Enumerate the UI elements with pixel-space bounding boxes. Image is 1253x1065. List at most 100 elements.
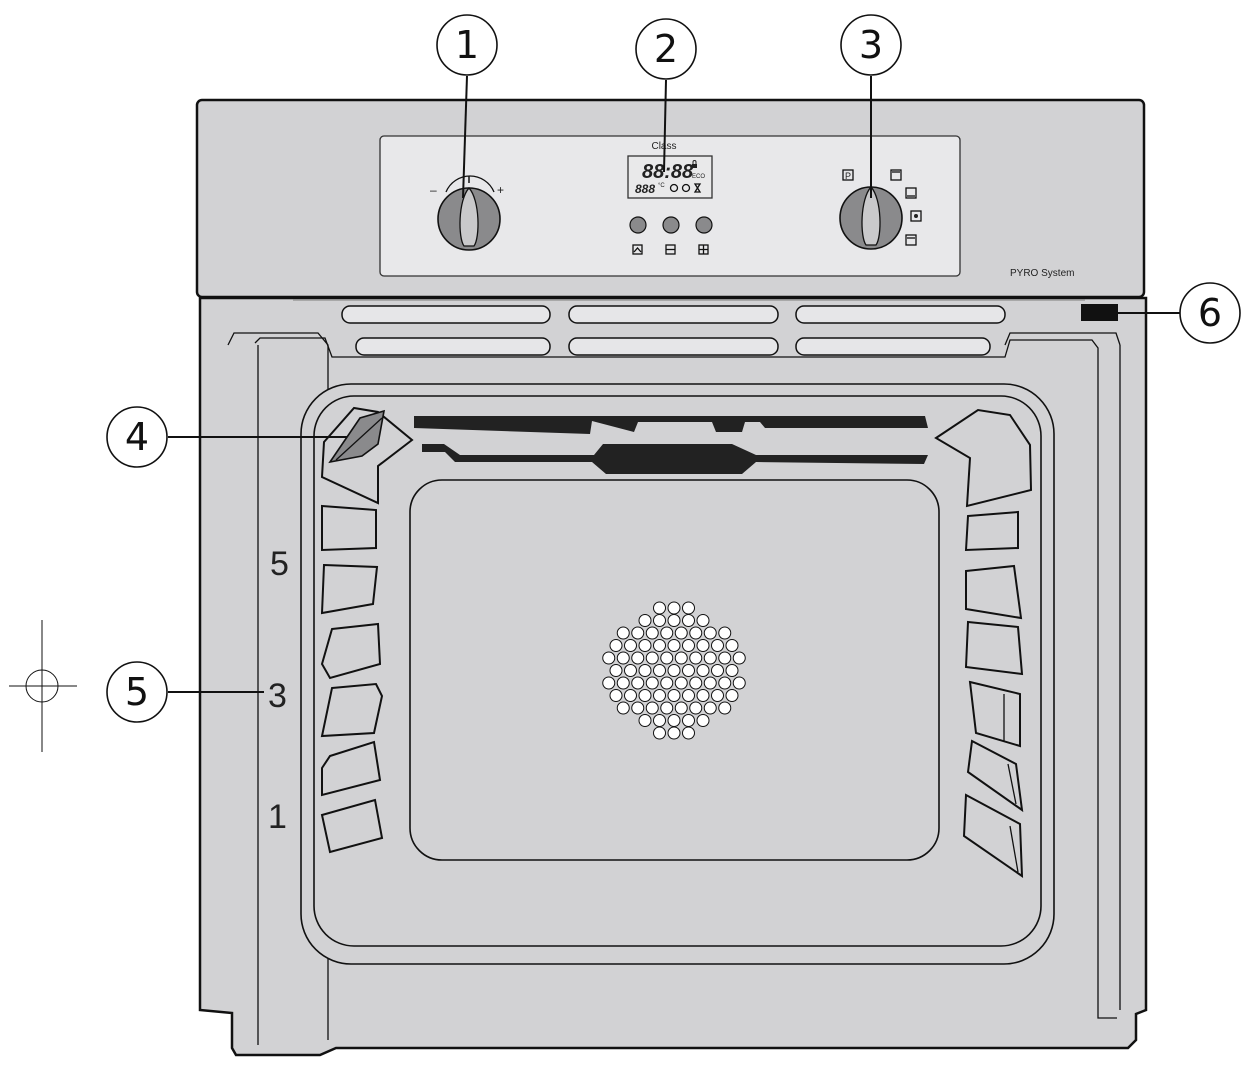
shelf-level-middle: 3 <box>268 677 287 715</box>
fan-hole <box>682 664 695 677</box>
fan-hole <box>725 689 739 702</box>
button-right[interactable] <box>695 216 713 234</box>
dial-plus-sign: + <box>497 183 504 197</box>
fan-hole <box>696 689 710 702</box>
fan-hole <box>624 664 637 677</box>
fan-hole <box>609 664 623 677</box>
fan-hole <box>732 676 746 690</box>
callout-1: 1 <box>436 14 498 76</box>
fan-hole <box>674 701 688 715</box>
button-right-icon <box>698 244 709 255</box>
fan-hole <box>638 714 652 727</box>
fan-hole <box>718 676 732 690</box>
fan-hole <box>689 626 703 640</box>
fan-hole <box>653 639 666 652</box>
program-p-icon: P <box>842 169 854 181</box>
display-small-digits: 888 <box>635 182 655 196</box>
fan-hole <box>696 639 710 652</box>
fan-hole <box>653 614 666 627</box>
fan-hole <box>616 701 630 715</box>
fan-hole <box>638 664 652 677</box>
fan-hole <box>653 689 666 702</box>
svg-text:5: 5 <box>125 670 149 714</box>
fan-hole <box>703 701 717 715</box>
fan-hole <box>725 664 739 677</box>
svg-text:2: 2 <box>654 27 678 71</box>
callout-2: 2 <box>635 18 697 80</box>
left-shelf-supports <box>320 406 414 854</box>
fan-hole <box>624 689 637 702</box>
button-middle-icon <box>665 244 676 255</box>
button-middle[interactable] <box>662 216 680 234</box>
svg-text:P: P <box>845 171 851 181</box>
fan-hole <box>667 601 681 615</box>
bottom-heat-icon <box>905 187 917 199</box>
fan-hole <box>711 664 724 677</box>
svg-text:4: 4 <box>125 415 149 459</box>
fan-hole <box>631 626 645 640</box>
callout-6: 6 <box>1179 282 1241 344</box>
display-unit: °C <box>658 183 665 189</box>
callout-3: 3 <box>840 14 902 76</box>
fan-hole <box>696 664 710 677</box>
fan-hole <box>696 614 710 627</box>
top-heat-icon <box>890 169 902 181</box>
fan-hole <box>682 639 695 652</box>
fan-hole <box>667 639 681 652</box>
fan-hole <box>703 626 717 640</box>
fan-hole <box>667 664 681 677</box>
fan-hole <box>631 651 645 665</box>
grill-icon <box>905 234 917 246</box>
fan-hole <box>703 676 717 690</box>
fan-hole <box>682 714 695 727</box>
digital-display: 88:88 ECO 888 °C <box>627 155 713 199</box>
fan-hole <box>732 651 746 665</box>
fan-hole <box>674 626 688 640</box>
fan-hole <box>645 676 659 690</box>
button-left-icon <box>632 244 643 255</box>
callout-5: 5 <box>106 661 168 723</box>
fan-hole <box>711 639 724 652</box>
registration-mark-crosshair <box>9 620 77 752</box>
pyro-system-label: PYRO System <box>1010 268 1074 279</box>
svg-text:1: 1 <box>455 23 479 67</box>
fan-hole <box>703 651 717 665</box>
hourglass-icon <box>693 183 702 193</box>
fan-hole <box>674 651 688 665</box>
callout-4: 4 <box>106 406 168 468</box>
fan-hole <box>631 676 645 690</box>
lock-icon <box>692 160 697 168</box>
fan-hole <box>616 626 630 640</box>
fan-hole <box>674 676 688 690</box>
fan-hole <box>660 651 674 665</box>
fan-hole <box>725 639 739 652</box>
temperature-dial[interactable]: – + <box>430 175 504 251</box>
fan-hole <box>631 701 645 715</box>
fan-hole <box>689 676 703 690</box>
fan-hole <box>609 689 623 702</box>
fan-hole <box>696 714 710 727</box>
grill-element <box>414 416 928 474</box>
shelf-level-bottom: 1 <box>268 798 287 836</box>
fan-hole <box>638 614 652 627</box>
fan-hole <box>616 676 630 690</box>
timer-icon <box>681 183 691 193</box>
fan-hole <box>645 626 659 640</box>
fan-hole <box>667 689 681 702</box>
fan-hole <box>602 651 616 665</box>
button-left[interactable] <box>629 216 647 234</box>
fan-hole <box>718 626 732 640</box>
display-main-digits: 88:88 <box>642 161 694 183</box>
svg-text:6: 6 <box>1198 291 1222 335</box>
shelf-level-top: 5 <box>270 545 289 583</box>
fan-hole <box>653 601 666 615</box>
grease-filter <box>328 409 386 464</box>
svg-text:3: 3 <box>859 23 883 67</box>
fan-hole <box>718 701 732 715</box>
fan-perforation <box>602 601 746 740</box>
fan-hole <box>682 689 695 702</box>
door-lock-indicator <box>1081 304 1118 321</box>
dial-minus-sign: – <box>430 183 437 197</box>
